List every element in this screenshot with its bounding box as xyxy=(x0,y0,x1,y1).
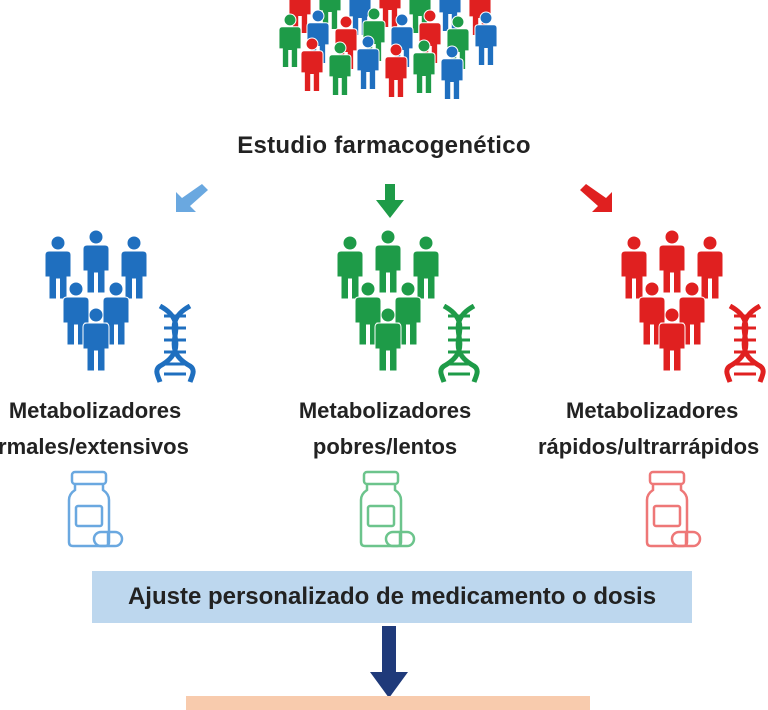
group-label-line2: normales/extensivos xyxy=(0,429,200,465)
people-group-icon xyxy=(36,230,156,390)
personalized-adjustment-banner: Ajuste personalizado de medicamento o do… xyxy=(92,571,692,623)
pill-bottle-icon xyxy=(66,470,124,550)
group-label-normales: Metabolizadores normales/extensivos xyxy=(0,393,200,465)
arrow-down-icon xyxy=(372,184,408,220)
group-label-rapidos: Metabolizadores rápidos/ultrarrápidos xyxy=(538,393,768,465)
arrow-down-left-icon xyxy=(172,180,208,216)
dna-icon xyxy=(152,304,198,384)
pill-bottle-icon xyxy=(358,470,416,550)
group-label-line2: rápidos/ultrarrápidos xyxy=(538,429,768,465)
group-label-line1: Metabolizadores xyxy=(538,393,768,429)
mixed-crowd-icon xyxy=(270,0,510,120)
group-label-line1: Metabolizadores xyxy=(0,393,200,429)
pill-bottle-icon xyxy=(644,470,702,550)
arrow-down-right-icon xyxy=(580,180,616,216)
banner-text: Ajuste personalizado de medicamento o do… xyxy=(128,583,656,611)
group-label-pobres: Metabolizadores pobres/lentos xyxy=(270,393,500,465)
group-label-line1: Metabolizadores xyxy=(270,393,500,429)
dna-icon xyxy=(722,304,768,384)
dna-icon xyxy=(436,304,482,384)
arrow-down-icon xyxy=(370,626,408,698)
people-group-icon xyxy=(328,230,448,390)
page-title: Estudio farmacogenético xyxy=(0,132,768,160)
result-box xyxy=(186,696,590,710)
group-label-line2: pobres/lentos xyxy=(270,429,500,465)
people-group-icon xyxy=(612,230,732,390)
